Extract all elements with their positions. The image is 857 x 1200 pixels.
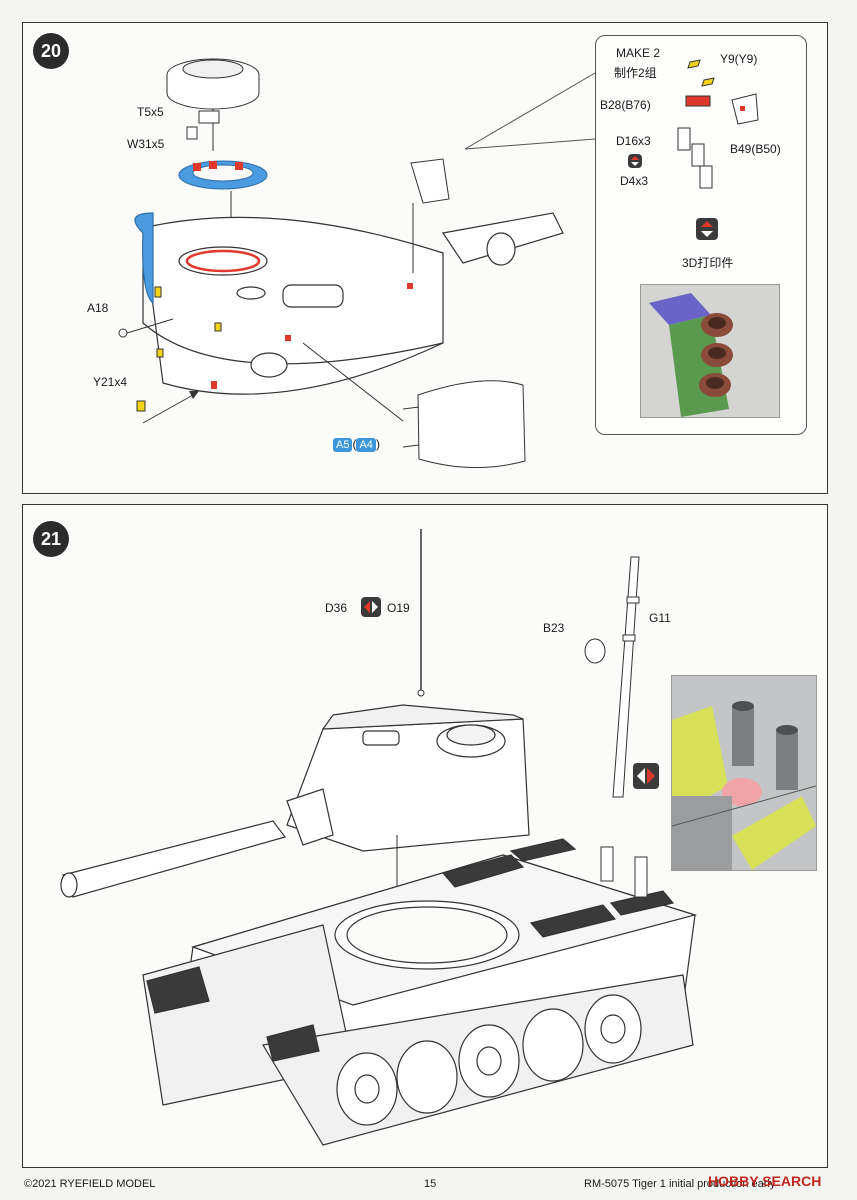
label-y21: Y21x4 xyxy=(93,375,128,389)
print-label: 3D打印件 xyxy=(682,256,734,270)
label-d16: D16x3 xyxy=(616,134,651,148)
watermark: HOBBY SEARCH xyxy=(708,1173,822,1189)
hull xyxy=(142,838,698,1146)
reference-photo xyxy=(671,675,817,871)
step-number-20: 20 xyxy=(33,33,69,69)
exhaust-parts-drawing xyxy=(677,59,759,189)
swap-icon-d36-o19 xyxy=(361,597,381,617)
turret xyxy=(60,704,530,898)
tank-drawing xyxy=(60,529,698,1146)
swap-icon xyxy=(696,218,718,240)
footer-page-number: 15 xyxy=(424,1178,437,1190)
swap-icon-small xyxy=(628,154,642,168)
label-t5: T5x5 xyxy=(137,105,164,119)
label-a18: A18 xyxy=(87,301,109,315)
label-g11: G11 xyxy=(649,611,671,625)
footer-copyright: ©2021 RYEFIELD MODEL xyxy=(24,1178,156,1190)
blue-ring-part xyxy=(178,160,268,190)
turret-body xyxy=(134,212,564,395)
label-b28: B28(B76) xyxy=(600,98,651,112)
badge-a4: A4 xyxy=(356,438,376,452)
turret-drawing xyxy=(118,58,596,469)
make-label: MAKE 2 xyxy=(616,46,661,60)
make-label-cn: 制作2组 xyxy=(614,66,657,80)
paren-close: ) xyxy=(375,437,380,451)
label-o19: O19 xyxy=(387,601,410,615)
step-21-panel: 21 D36 O19 B23 G11 xyxy=(22,504,828,1168)
label-w31: W31x5 xyxy=(127,137,165,151)
label-b49: B49(B50) xyxy=(730,142,781,156)
step-20-panel: 20 xyxy=(22,22,828,494)
label-d4: D4x3 xyxy=(620,174,649,188)
swap-icon-photo xyxy=(633,763,659,789)
subassembly-box: MAKE 2 制作2组 Y9(Y9) B28(B76) D16x3 D4x3 B… xyxy=(595,35,807,435)
3d-print-photo xyxy=(640,284,780,418)
badge-a5: A5 xyxy=(333,438,353,452)
label-d36: D36 xyxy=(325,601,348,615)
label-y9: Y9(Y9) xyxy=(720,52,758,66)
step-number-21: 21 xyxy=(33,521,69,557)
footer-product: RM-5075 Tiger 1 initial production early xyxy=(584,1178,776,1190)
exhaust-pipe-part xyxy=(612,556,640,798)
side-armor-part xyxy=(402,380,526,469)
cupola-part xyxy=(166,58,260,110)
label-a5-a4: A5(A4) xyxy=(333,437,380,452)
label-b23: B23 xyxy=(543,621,565,635)
paren-open: ( xyxy=(352,437,357,451)
